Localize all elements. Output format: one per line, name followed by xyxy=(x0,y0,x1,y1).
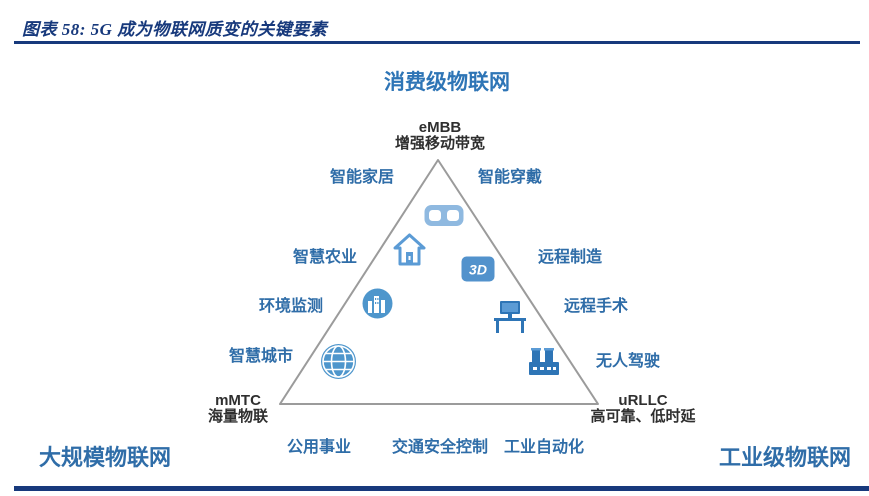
label-remote-surgery: 远程手术 xyxy=(564,298,629,315)
top-rule xyxy=(14,41,860,44)
label-public-utilities: 公用事业 xyxy=(287,439,352,456)
urllc-name: 高可靠、低时延 xyxy=(590,408,696,425)
bottom-rule xyxy=(14,486,869,491)
globe-icon xyxy=(321,344,356,379)
apex-embb-label: eMBB 增强移动带宽 xyxy=(360,120,520,152)
label-smart-home: 智能家居 xyxy=(330,169,395,186)
bottomright-urllc-label: uRLLC 高可靠、低时延 xyxy=(578,393,708,425)
label-remote-manufacturing: 远程制造 xyxy=(538,249,603,266)
factory-icon xyxy=(529,348,559,375)
mmtc-acronym: mMTC xyxy=(215,392,261,409)
smart-home-icon xyxy=(393,233,426,266)
city-icon xyxy=(362,288,393,319)
label-smart-city: 智慧城市 xyxy=(229,348,294,365)
label-traffic-safety-control: 交通安全控制 xyxy=(392,439,489,456)
urllc-acronym: uRLLC xyxy=(618,392,668,409)
label-autonomous-driving: 无人驾驶 xyxy=(596,353,661,370)
label-environment-monitoring: 环境监测 xyxy=(259,298,324,315)
3d-icon-label: 3D xyxy=(469,262,487,278)
remote-desk-icon xyxy=(494,301,526,333)
massive-iot-heading: 大规模物联网 xyxy=(39,445,172,470)
3d-icon: 3D xyxy=(461,256,495,282)
embb-acronym: eMBB xyxy=(418,119,462,136)
industrial-iot-heading: 工业级物联网 xyxy=(719,445,852,470)
figure-caption: 图表 58: 5G 成为物联网质变的关键要素 xyxy=(22,20,328,39)
vr-glasses-icon xyxy=(424,205,464,226)
label-industrial-automation: 工业自动化 xyxy=(504,439,585,456)
bottomleft-mmtc-label: mMTC 海量物联 xyxy=(178,393,298,425)
consumer-iot-heading: 消费级物联网 xyxy=(384,71,510,94)
embb-name: 增强移动带宽 xyxy=(394,135,485,152)
label-smart-wearables: 智能穿戴 xyxy=(478,169,543,186)
mmtc-name: 海量物联 xyxy=(207,408,268,425)
label-smart-agriculture: 智慧农业 xyxy=(293,249,358,266)
